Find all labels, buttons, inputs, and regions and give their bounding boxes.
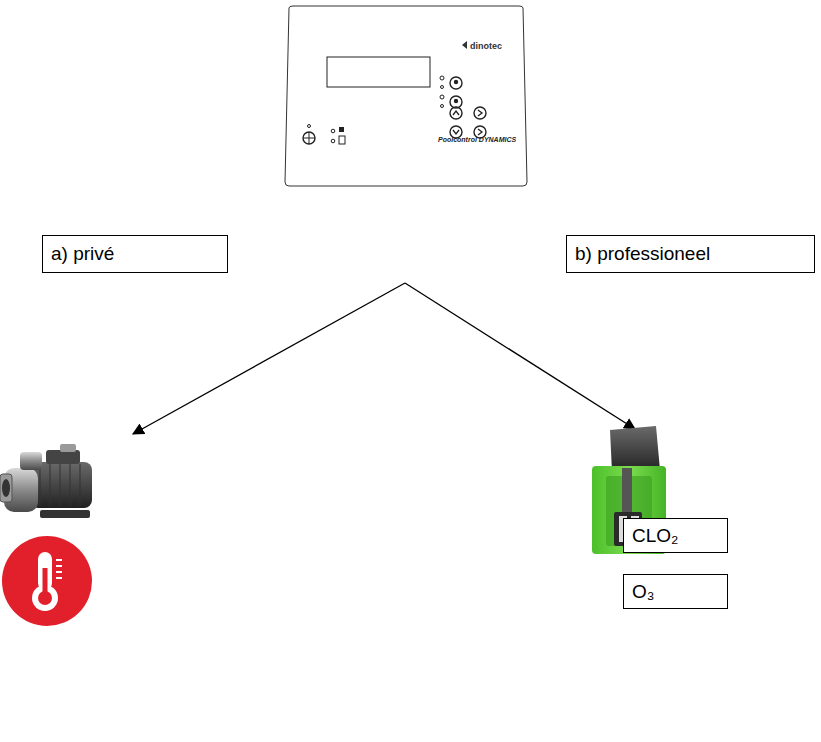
arrow-line [133, 283, 405, 434]
box-label: b) professioneel [567, 243, 710, 265]
brand-logo: dinotec [470, 41, 502, 51]
label-box: O₃ [623, 574, 728, 609]
box-label: a) privé [43, 243, 114, 265]
thermometer-icon [2, 536, 92, 626]
box-label: O₃ [624, 581, 655, 603]
pump-picture [0, 444, 92, 518]
controller-outline [284, 5, 528, 187]
label-box: a) privé [42, 235, 228, 273]
label-box: CLO₂ [623, 518, 728, 553]
label-box: b) professioneel [566, 235, 815, 273]
box-label: CLO₂ [624, 525, 678, 547]
arrow-line [405, 283, 635, 429]
model-name: Poolcontrol DYNAMICS [438, 136, 516, 143]
controller-device: dinotecPoolcontrol DYNAMICS [284, 5, 528, 187]
